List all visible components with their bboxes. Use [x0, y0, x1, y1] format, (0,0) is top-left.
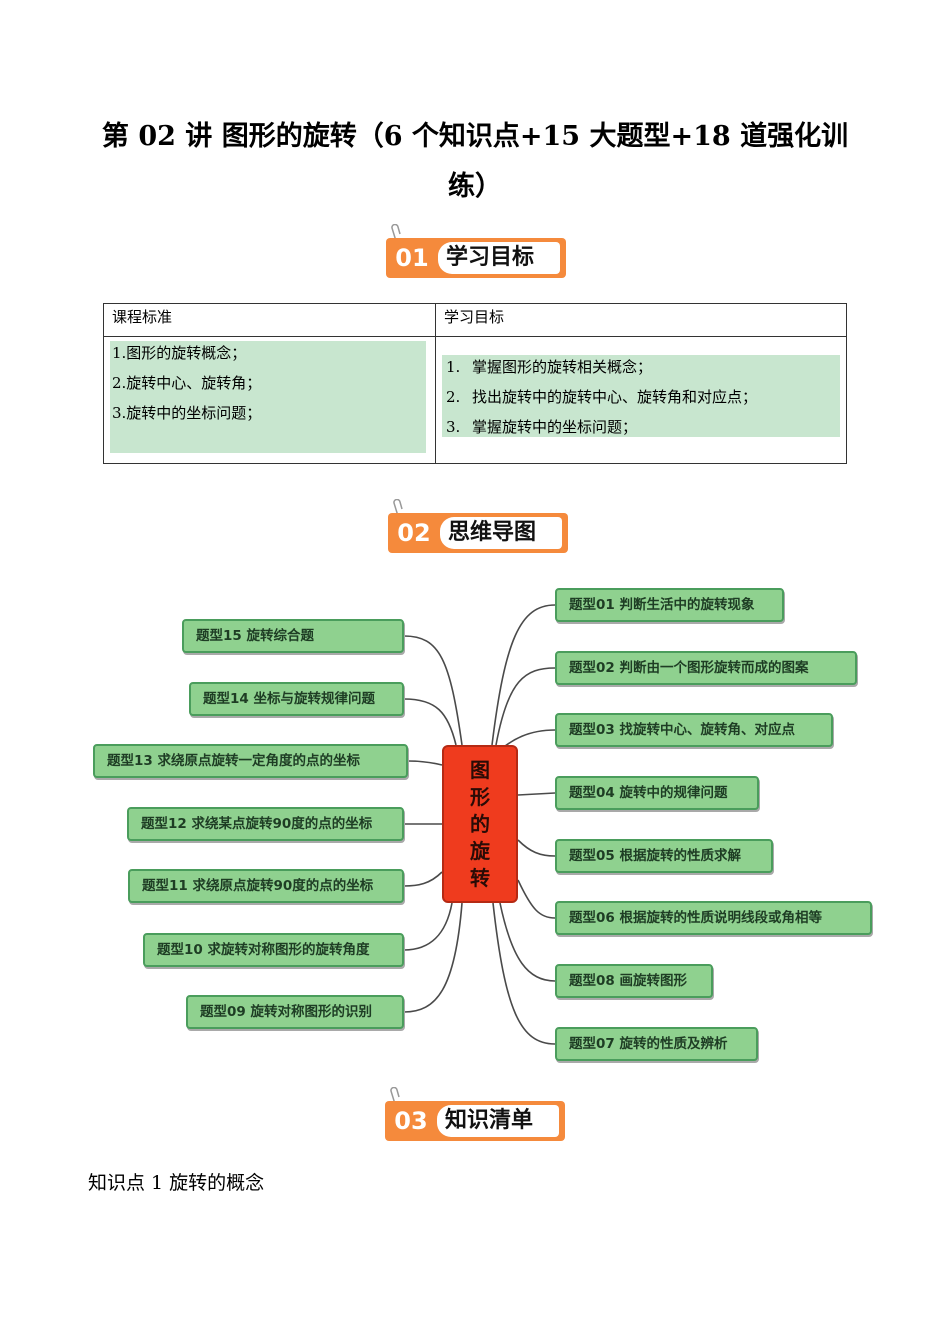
goal-text: 掌握图形的旋转相关概念；	[472, 358, 653, 376]
mindmap-node-left: 题型10 求旋转对称图形的旋转角度	[143, 933, 404, 967]
standard-item: 3.旋转中的坐标问题；	[112, 404, 262, 422]
goal-item: 3. 掌握旋转中的坐标问题；	[446, 417, 637, 437]
banner-number: 03	[394, 1107, 428, 1135]
mindmap-node-right: 题型07 旋转的性质及辨析	[555, 1027, 758, 1061]
banner-number: 02	[397, 519, 431, 547]
goal-number: 2.	[446, 388, 461, 406]
paperclip-icon	[391, 224, 401, 242]
goals-table: 课程标准 学习目标 1.图形的旋转概念； 2.旋转中心、旋转角； 3.旋转中的坐…	[103, 303, 847, 464]
mindmap-node-right: 题型01 判断生活中的旋转现象	[555, 588, 784, 622]
center-char: 图	[470, 758, 490, 782]
standard-item: 2.旋转中心、旋转角；	[112, 374, 262, 392]
banner-label: 知识清单	[437, 1105, 559, 1137]
table-header-goals: 学习目标	[435, 303, 847, 337]
mindmap-node-right: 题型08 画旋转图形	[555, 964, 713, 998]
banner-label: 学习目标	[438, 242, 560, 274]
section-banner-goals: 01 学习目标	[386, 224, 568, 278]
mindmap-node-right: 题型02 判断由一个图形旋转而成的图案	[555, 651, 857, 685]
goal-text: 找出旋转中的旋转中心、旋转角和对应点；	[472, 388, 758, 406]
section-banner-mindmap: 02 思维导图	[388, 499, 570, 553]
goal-number: 3.	[446, 418, 461, 436]
standard-item: 1.图形的旋转概念；	[112, 344, 247, 362]
mindmap-node-right: 题型03 找旋转中心、旋转角、对应点	[555, 713, 833, 747]
banner-label: 思维导图	[440, 517, 562, 549]
goal-number: 1.	[446, 358, 461, 376]
page-title: 第 02 讲 图形的旋转（6 个知识点+15 大题型+18 道强化训 练）	[100, 112, 850, 212]
mindmap-node-left: 题型09 旋转对称图形的识别	[186, 995, 404, 1029]
standard-cell: 1.图形的旋转概念； 2.旋转中心、旋转角； 3.旋转中的坐标问题；	[103, 336, 436, 464]
highlight-box	[110, 341, 426, 453]
center-char: 的	[470, 812, 490, 836]
highlight-box	[442, 355, 840, 437]
mindmap-center-node: 图 形 的 旋 转	[442, 745, 518, 903]
mindmap-node-left: 题型14 坐标与旋转规律问题	[189, 682, 404, 716]
mindmap-node-left: 题型15 旋转综合题	[182, 619, 404, 653]
center-char: 旋	[470, 839, 490, 863]
goals-cell: 1. 掌握图形的旋转相关概念； 2. 找出旋转中的旋转中心、旋转角和对应点； 3. 掌…	[435, 336, 847, 464]
knowledge-point-heading: 知识点 1 旋转的概念	[88, 1172, 265, 1194]
mindmap-node-left: 题型12 求绕某点旋转90度的点的坐标	[127, 807, 404, 841]
mindmap-node-right: 题型04 旋转中的规律问题	[555, 776, 759, 810]
paperclip-icon	[393, 499, 403, 517]
center-char: 形	[470, 785, 490, 809]
goal-text: 掌握旋转中的坐标问题；	[472, 418, 638, 436]
section-banner-knowledge: 03 知识清单	[385, 1087, 567, 1141]
goal-item: 2. 找出旋转中的旋转中心、旋转角和对应点；	[446, 387, 757, 407]
goal-item: 1. 掌握图形的旋转相关概念；	[446, 357, 652, 377]
mindmap-node-left: 题型11 求绕原点旋转90度的点的坐标	[128, 869, 404, 903]
paperclip-icon	[390, 1087, 400, 1105]
mindmap-node-right: 题型06 根据旋转的性质说明线段或角相等	[555, 901, 872, 935]
title-line-1: 第 02 讲 图形的旋转（6 个知识点+15 大题型+18 道强化训	[101, 121, 849, 152]
center-char: 转	[470, 866, 490, 890]
mindmap-node-right: 题型05 根据旋转的性质求解	[555, 839, 773, 873]
title-line-2: 练）	[448, 171, 502, 202]
mindmap-node-left: 题型13 求绕原点旋转一定角度的点的坐标	[93, 744, 408, 778]
table-header-standard: 课程标准	[103, 303, 436, 337]
banner-number: 01	[395, 244, 429, 272]
